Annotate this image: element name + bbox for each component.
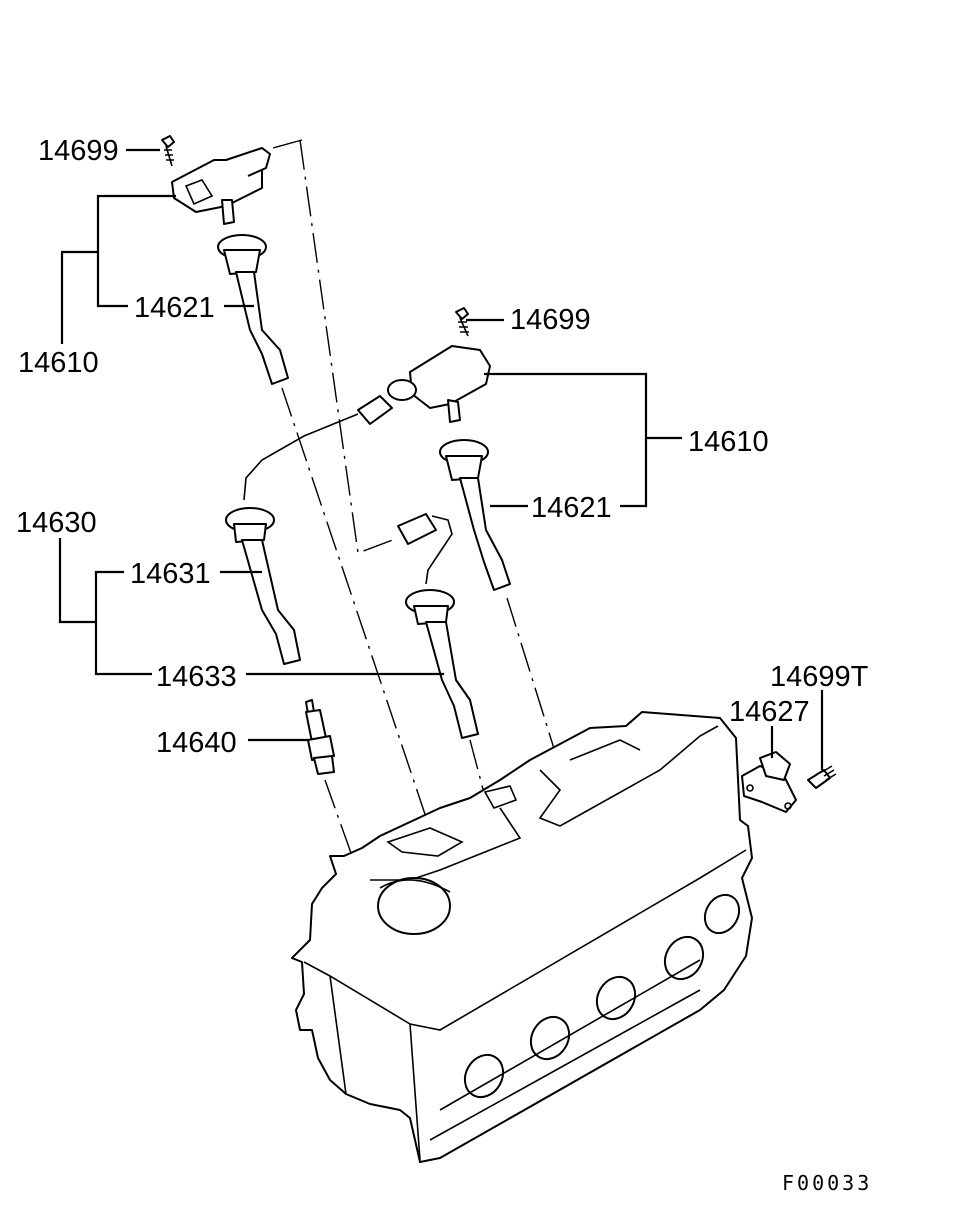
label-sensor: 14627 — [729, 696, 810, 728]
cylinder-head — [291, 711, 753, 1163]
ignition-cable-14633 — [397, 513, 479, 739]
figure-code: F00033 — [782, 1171, 872, 1195]
label-coil-assy-left: 14610 — [18, 347, 99, 379]
plug-cable-right — [439, 439, 511, 591]
label-coil-bolt-right: 14699 — [510, 304, 591, 336]
label-sensor-bolt: 14699T — [770, 661, 869, 693]
label-plug-cable-right: 14621 — [531, 492, 612, 524]
ignition-coil-right — [387, 345, 491, 423]
plug-cable-left — [217, 234, 289, 385]
label-cable-14633: 14633 — [156, 661, 237, 693]
label-spark-plug: 14640 — [156, 727, 237, 759]
label-plug-cable-left: 14621 — [134, 292, 215, 324]
ignition-cable-14631 — [225, 395, 393, 665]
ignition-coil-left — [171, 147, 271, 225]
coil-bolt-right — [455, 307, 469, 337]
label-coil-bolt-left: 14699 — [38, 135, 119, 167]
label-cable-set: 14630 — [16, 507, 97, 539]
coil-bolt-left — [161, 135, 175, 167]
label-coil-assy-right: 14610 — [688, 426, 769, 458]
part-labels: 14699 14610 14621 14699 14610 14621 1463… — [16, 135, 869, 759]
spark-plug — [305, 699, 335, 775]
crank-angle-sensor — [741, 751, 797, 813]
sensor-bolt — [807, 765, 837, 789]
leader-lines — [58, 148, 824, 770]
label-cable-14631: 14631 — [130, 558, 211, 590]
